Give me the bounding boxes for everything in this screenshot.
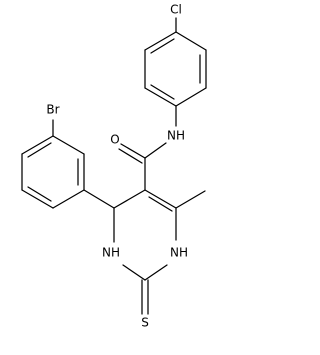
chlorophenyl-ring — [144, 31, 207, 107]
amide-nh-label: NH — [167, 129, 185, 143]
c4-c5-bond — [113, 189, 146, 209]
thione-sulfur-label: S — [141, 316, 149, 330]
chlorophenyl-double-bond — [150, 38, 175, 54]
chlorophenyl-bond — [144, 87, 177, 107]
chlorophenyl-bond — [175, 87, 207, 107]
bromophenyl-bond — [21, 135, 54, 155]
carbonyl-double-bond — [118, 148, 143, 164]
bromophenyl-bond — [21, 189, 54, 209]
bromophenyl-bond — [52, 135, 85, 155]
ring-nh-label-3: NH — [102, 246, 120, 260]
chemical-structure-diagram: Cl Br NH O NH NH S — [21, 3, 207, 330]
chlorophenyl-double-bond — [150, 84, 175, 100]
bromophenyl-double-bond — [27, 142, 52, 158]
pyrimidine-ring — [113, 189, 177, 281]
chlorine-atom-label: Cl — [170, 3, 182, 17]
carbonyl-oxygen-label: O — [110, 133, 119, 147]
c5-c6-double-bond — [144, 189, 177, 209]
bromophenyl-ring — [21, 135, 85, 209]
c4-aryl-bond — [83, 189, 115, 209]
c5-c6-double-bond — [148, 196, 173, 212]
nh-carbonyl-bond — [144, 142, 167, 159]
chlorophenyl-bond — [175, 31, 207, 51]
n1-c2-bond — [144, 264, 168, 281]
carbonyl-double-bond — [120, 143, 146, 159]
bromophenyl-double-bond — [27, 186, 52, 202]
bromine-atom-label: Br — [46, 103, 59, 117]
ring-nh-label-1: NH — [170, 246, 188, 260]
c2-n3-bond — [122, 264, 146, 281]
bromophenyl-bond — [52, 189, 85, 209]
methyl-bond — [175, 190, 206, 209]
chlorophenyl-bond — [144, 31, 177, 51]
